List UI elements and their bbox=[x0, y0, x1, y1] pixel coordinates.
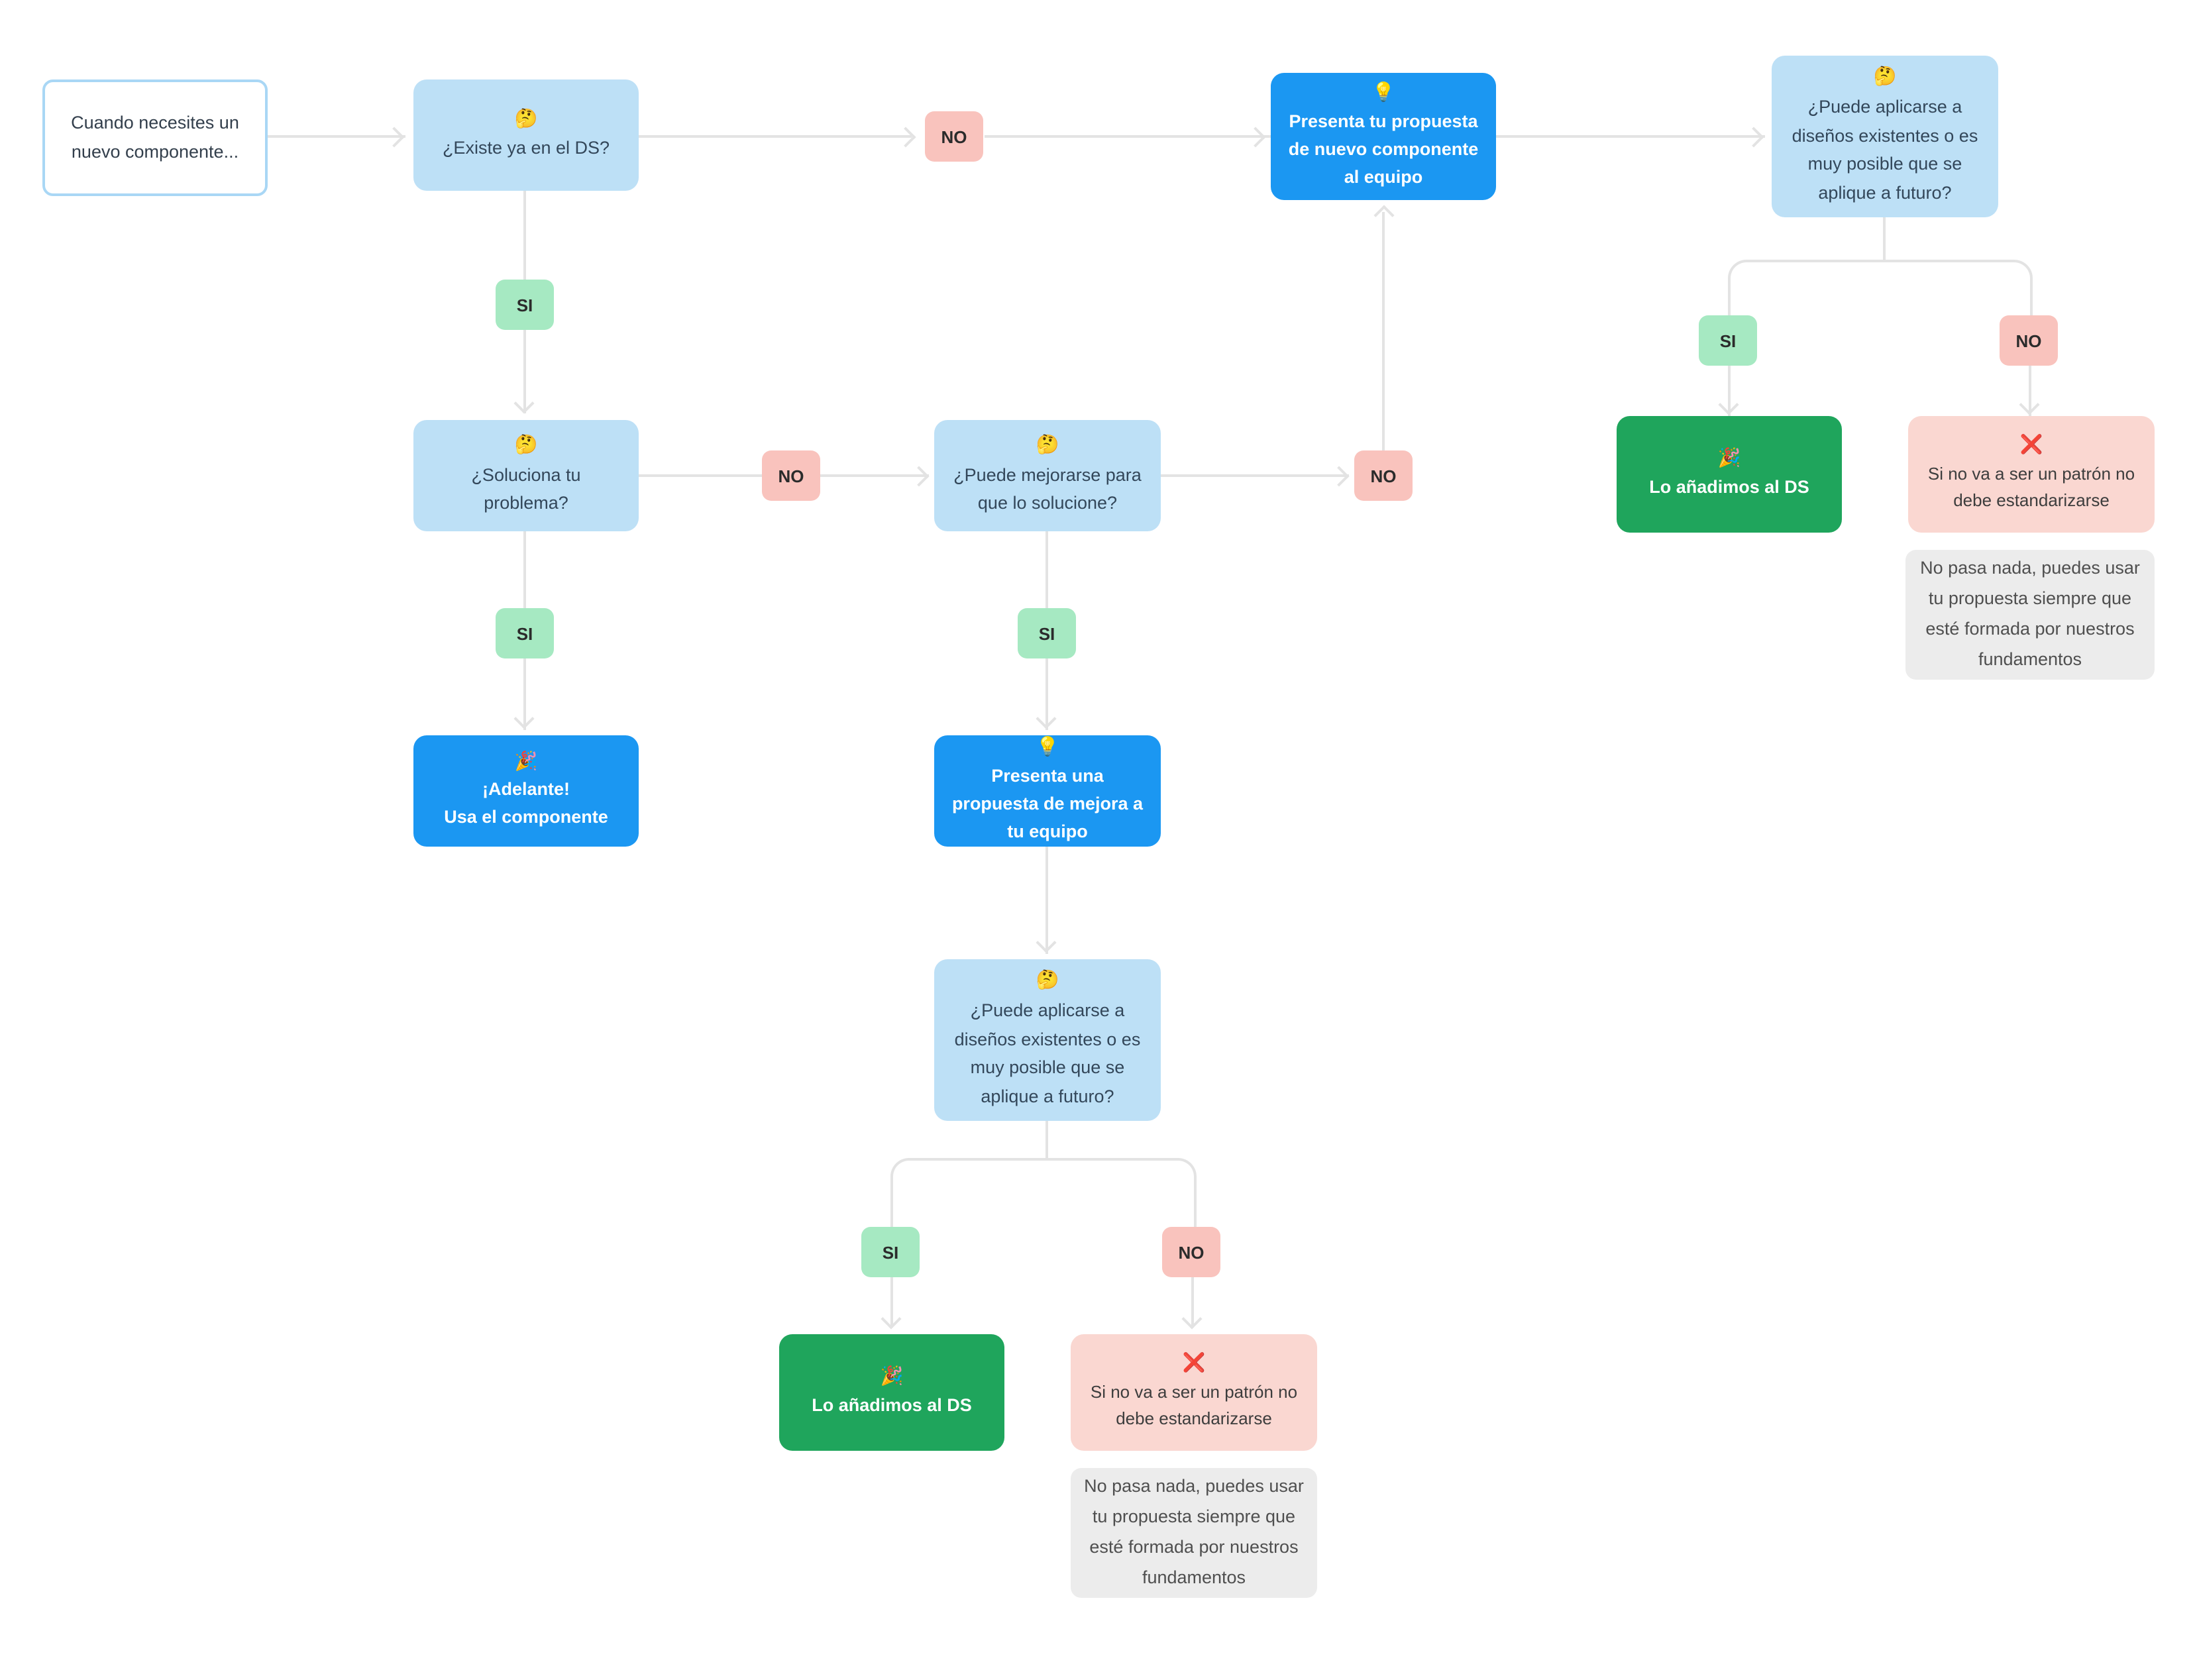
note-text: No pasa nada, puedes usar tu propuesta s… bbox=[1920, 558, 2140, 669]
outcome-text: Lo añadimos al DS bbox=[812, 1394, 972, 1415]
thinking-emoji-icon: 🤔 bbox=[1036, 968, 1059, 990]
arrowhead-icon bbox=[1718, 394, 1739, 415]
connector-line bbox=[2029, 366, 2031, 416]
connector-line bbox=[1496, 135, 1765, 138]
outcome-text: Si no va a ser un patrón no debe estanda… bbox=[1090, 1381, 1298, 1429]
start-node: Cuando necesites un nuevo componente... bbox=[42, 79, 268, 196]
thinking-emoji-icon: 🤔 bbox=[1036, 433, 1059, 454]
connector-line bbox=[639, 474, 762, 477]
note-right: No pasa nada, puedes usar tu propuesta s… bbox=[1905, 550, 2155, 680]
arrowhead-icon bbox=[1181, 1308, 1203, 1330]
outcome-no-patron-bottom: ❌ Si no va a ser un patrón no debe estan… bbox=[1071, 1334, 1317, 1451]
question-soluciona-problema: 🤔 ¿Soluciona tu problema? bbox=[413, 420, 639, 531]
question-text: ¿Puede aplicarse a diseños existentes o … bbox=[954, 1000, 1141, 1107]
badge-no: NO bbox=[1354, 450, 1413, 501]
action-text: Presenta una propuesta de mejora a tu eq… bbox=[951, 766, 1144, 841]
question-aplicarse-right: 🤔 ¿Puede aplicarse a diseños existentes … bbox=[1772, 56, 1998, 217]
branch-elbow bbox=[1883, 260, 2033, 318]
arrowhead-icon bbox=[908, 466, 930, 487]
thinking-emoji-icon: 🤔 bbox=[514, 433, 538, 454]
badge-si: SI bbox=[861, 1227, 920, 1277]
badge-no: NO bbox=[2000, 315, 2058, 366]
connector-line bbox=[890, 1277, 893, 1328]
question-text: ¿Puede mejorarse para que lo solucione? bbox=[953, 464, 1142, 513]
cross-mark-icon: ❌ bbox=[2019, 433, 2043, 454]
lightbulb-emoji-icon: 💡 bbox=[1036, 735, 1059, 757]
question-text: ¿Puede aplicarse a diseños existentes o … bbox=[1792, 96, 1978, 203]
action-text: Presenta tu propuesta de nuevo component… bbox=[1288, 111, 1479, 187]
question-text: ¿Soluciona tu problema? bbox=[471, 464, 581, 513]
badge-si: SI bbox=[1699, 315, 1757, 366]
branch-elbow bbox=[1728, 260, 1886, 318]
question-puede-mejorarse: 🤔 ¿Puede mejorarse para que lo solucione… bbox=[934, 420, 1161, 531]
connector-line bbox=[1883, 217, 1886, 262]
question-existe-ds: 🤔 ¿Existe ya en el DS? bbox=[413, 79, 639, 191]
arrowhead-icon bbox=[513, 393, 535, 414]
action-presenta-propuesta-nuevo: 💡 Presenta tu propuesta de nuevo compone… bbox=[1271, 73, 1496, 200]
connector-line bbox=[1045, 847, 1048, 954]
arrowhead-icon bbox=[881, 1308, 902, 1330]
branch-elbow bbox=[890, 1158, 1049, 1230]
arrowhead-icon bbox=[1328, 466, 1350, 487]
lightbulb-emoji-icon: 💡 bbox=[1371, 81, 1395, 103]
thinking-emoji-icon: 🤔 bbox=[1873, 64, 1897, 86]
arrowhead-icon bbox=[513, 708, 535, 729]
arrowhead-icon bbox=[384, 127, 405, 148]
arrowhead-icon bbox=[1245, 127, 1266, 148]
note-bottom: No pasa nada, puedes usar tu propuesta s… bbox=[1071, 1468, 1317, 1598]
connector-line bbox=[1382, 212, 1385, 450]
arrowhead-icon bbox=[2019, 394, 2040, 415]
party-popper-emoji-icon: 🎉 bbox=[880, 1365, 904, 1387]
outcome-text: Lo añadimos al DS bbox=[1649, 476, 1809, 497]
arrowhead-icon bbox=[895, 127, 916, 148]
connector-line bbox=[1045, 1121, 1048, 1161]
note-text: No pasa nada, puedes usar tu propuesta s… bbox=[1084, 1476, 1304, 1587]
arrowhead-icon bbox=[1373, 205, 1395, 226]
cross-mark-icon: ❌ bbox=[1182, 1351, 1206, 1373]
party-popper-emoji-icon: 🎉 bbox=[514, 749, 538, 771]
outcome-text: Si no va a ser un patrón no debe estanda… bbox=[1927, 463, 2135, 511]
badge-no: NO bbox=[925, 111, 983, 162]
start-text: Cuando necesites un nuevo componente... bbox=[71, 113, 239, 162]
party-popper-emoji-icon: 🎉 bbox=[1717, 446, 1741, 468]
connector-line bbox=[1191, 1277, 1194, 1328]
badge-si: SI bbox=[496, 608, 554, 658]
badge-si: SI bbox=[496, 280, 554, 330]
outcome-lo-anadimos-bottom: 🎉 Lo añadimos al DS bbox=[779, 1334, 1004, 1451]
action-adelante-usa-componente: 🎉 ¡Adelante! Usa el componente bbox=[413, 735, 639, 847]
connector-line bbox=[639, 135, 912, 138]
badge-no: NO bbox=[1162, 1227, 1220, 1277]
connector-line bbox=[268, 135, 405, 138]
arrowhead-icon bbox=[1036, 708, 1057, 729]
outcome-lo-anadimos-right: 🎉 Lo añadimos al DS bbox=[1617, 416, 1842, 533]
outcome-no-patron-right: ❌ Si no va a ser un patrón no debe estan… bbox=[1908, 416, 2155, 533]
action-presenta-propuesta-mejora: 💡 Presenta una propuesta de mejora a tu … bbox=[934, 735, 1161, 847]
arrowhead-icon bbox=[1036, 932, 1057, 953]
question-aplicarse-mid: 🤔 ¿Puede aplicarse a diseños existentes … bbox=[934, 959, 1161, 1121]
connector-line bbox=[820, 474, 929, 477]
badge-no: NO bbox=[762, 450, 820, 501]
question-text: ¿Existe ya en el DS? bbox=[442, 138, 610, 158]
badge-si: SI bbox=[1018, 608, 1076, 658]
thinking-emoji-icon: 🤔 bbox=[514, 107, 538, 129]
action-text: ¡Adelante! Usa el componente bbox=[444, 779, 608, 827]
arrowhead-icon bbox=[1743, 127, 1764, 148]
connector-line bbox=[1728, 366, 1731, 416]
branch-elbow bbox=[1045, 1158, 1197, 1230]
connector-line bbox=[985, 135, 1271, 138]
connector-line bbox=[1161, 474, 1349, 477]
